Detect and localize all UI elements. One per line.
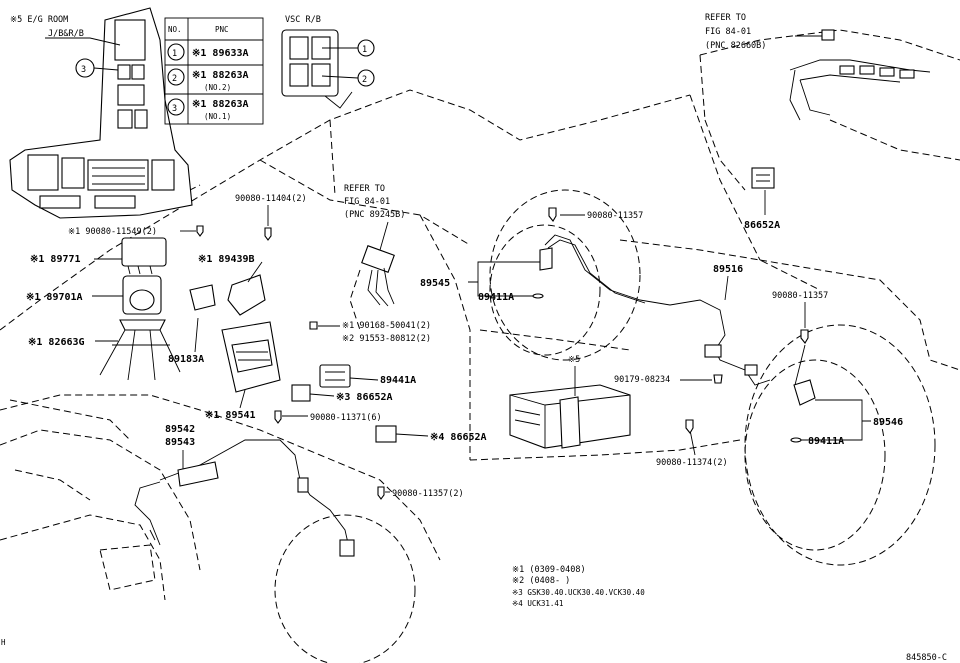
label-89701a: ※1 89701A [26, 292, 83, 303]
label-89543: 89543 [165, 437, 195, 448]
vehicle-outline [0, 29, 960, 663]
vsc-callout-2-text: 2 [362, 75, 367, 85]
table-row-2-circle [167, 68, 185, 86]
label-89542: 89542 [165, 424, 195, 435]
label-89411a-2: 89411A [808, 436, 844, 447]
jb-label: J/B&R/B [48, 29, 84, 39]
table-row-3-note: (NO.1) [204, 112, 231, 121]
vsc-callout-1-text: 1 [362, 45, 367, 55]
relay-86652a-3 [291, 384, 311, 402]
part-89701a [122, 275, 162, 315]
table-row-2-pnc: ※1 88263A [192, 70, 249, 81]
label-89546: 89546 [873, 417, 903, 428]
ref-top-line-2: FIG 84-01 [705, 27, 751, 37]
note-4: ※4 UCK31.41 [512, 599, 563, 608]
label-5: ※5 [568, 355, 580, 365]
note-3: ※3 GSK30.40.UCK30.40.VCK30.40 [512, 588, 645, 597]
callout-3-text: 3 [81, 65, 86, 75]
note-1: ※1 (0309-0408) [512, 565, 586, 575]
label-89516: 89516 [713, 264, 743, 275]
table-row-3-pnc: ※1 88263A [192, 99, 249, 110]
table-row-3-no: 3 [172, 104, 177, 114]
harness-82660b [789, 29, 931, 121]
label-86652a-top: 86652A [744, 220, 780, 231]
part-82663g [99, 319, 181, 381]
part-89771 [121, 237, 167, 275]
label-86652a-3: ※3 86652A [336, 392, 393, 403]
table-row-3-circle [167, 98, 185, 116]
diagram-code: 845850-C [906, 653, 947, 663]
note-2: ※2 (0408- ) [512, 576, 570, 586]
label-91553: ※2 91553-80812(2) [342, 334, 431, 344]
ref-top-line-3: (PNC 82660B) [705, 41, 766, 51]
ref-center-line-2: FIG 84-01 [344, 197, 390, 207]
corner-mark: H [1, 638, 6, 647]
label-90080-11357-b: 90080-11357 [772, 291, 828, 301]
vsc-rb-label: VSC R/B [285, 15, 321, 25]
table-row-1-no: 1 [172, 49, 177, 59]
label-89545: 89545 [420, 278, 450, 289]
eg-room-label: ※5 E/G ROOM [10, 15, 68, 25]
label-86652a-4: ※4 86652A [430, 432, 487, 443]
table-row-1-pnc: ※1 89633A [192, 48, 249, 59]
label-90080-11404: 90080-11404(2) [235, 194, 307, 204]
label-90080-11357-a: 90080-11357 [587, 211, 643, 221]
battery-box [509, 384, 631, 449]
rear-sensor-harness [539, 234, 771, 386]
relay-86652a-top [751, 167, 775, 215]
label-90168: ※1 90168-50041(2) [342, 321, 431, 331]
label-82663g: ※1 82663G [28, 337, 85, 348]
table-header-pnc: PNC [215, 25, 229, 34]
ref-center-line-3: (PNC 89245B) [344, 210, 405, 220]
relay-89441a [319, 364, 351, 388]
ecu-89541 [221, 321, 281, 393]
table-row-1-circle [167, 43, 185, 61]
label-89439b: ※1 89439B [198, 254, 255, 265]
relay-86652a-4 [375, 425, 397, 443]
label-90080-11374: 90080-11374(2) [656, 458, 728, 468]
table-row-2-no: 2 [172, 74, 177, 84]
connector-89245b [349, 245, 395, 331]
label-90080-11357-2: 90080-11357(2) [392, 489, 464, 499]
ref-top-line-1: REFER TO [705, 13, 746, 23]
label-89541: ※1 89541 [205, 410, 256, 421]
table-row-2-note: (NO.2) [204, 83, 231, 92]
front-sensor-right [793, 344, 816, 406]
front-sensor-harness-left [134, 439, 355, 557]
junction-block [9, 7, 193, 219]
label-89771: ※1 89771 [30, 254, 81, 265]
part-89439b [189, 261, 266, 316]
vsc-relay-block [281, 29, 353, 109]
pnc-table [164, 17, 264, 125]
ref-center-line-1: REFER TO [344, 184, 385, 194]
label-89411a-1: 89411A [478, 292, 514, 303]
table-header-no: NO. [168, 25, 182, 34]
label-89441a: 89441A [380, 375, 416, 386]
label-90080-11371: 90080-11371(6) [310, 413, 382, 423]
label-90179: 90179-08234 [614, 375, 670, 385]
label-90080-11549: ※1 90080-11549(2) [68, 227, 157, 237]
label-89183a: 89183A [168, 354, 204, 365]
